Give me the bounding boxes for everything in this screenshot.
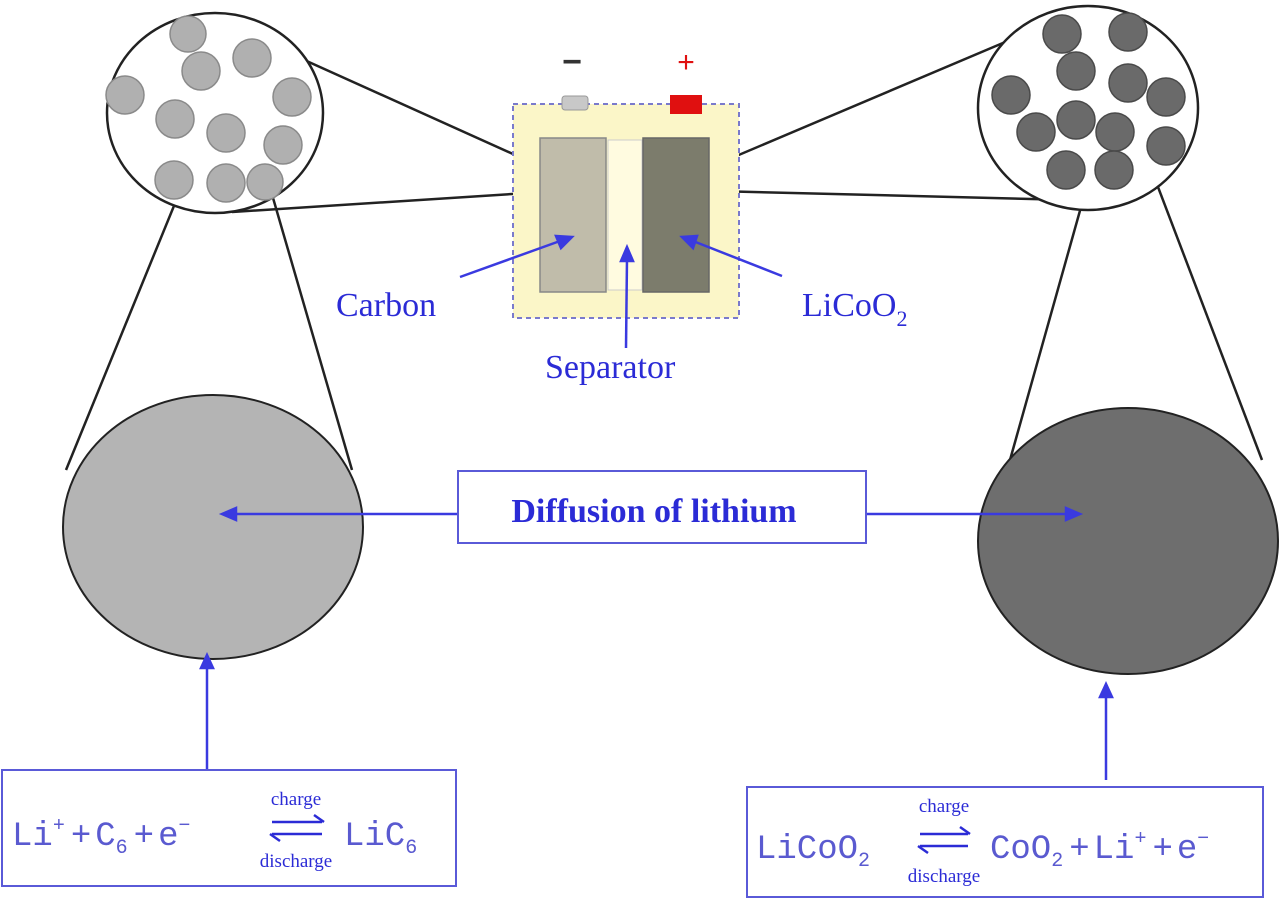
licoo2-particle — [1108, 63, 1148, 103]
licoo2-particle — [1094, 150, 1134, 190]
licoo2-label: LiCoO2 — [802, 287, 907, 331]
licoo2-particle — [1146, 77, 1186, 117]
carbon-particle — [169, 15, 207, 53]
carbon-particle — [206, 163, 246, 203]
carbon-particle — [246, 163, 284, 201]
licoo2-electrode — [642, 137, 710, 293]
carbon-particle-enlarged — [62, 394, 364, 660]
anode-equilibrium-arrow — [269, 813, 325, 843]
licoo2-particle — [1016, 112, 1056, 152]
reaction-arrows — [199, 652, 1114, 780]
anode-equation: Li++C6+e− — [12, 815, 190, 860]
anode-discharge-label: discharge — [260, 851, 332, 872]
diffusion-arrow — [218, 506, 1084, 522]
licoo2-particle — [1042, 14, 1082, 54]
battery-cell — [512, 95, 740, 319]
carbon-label: Carbon — [336, 287, 436, 324]
carbon-magnifier-circle — [105, 11, 325, 215]
carbon-particle — [263, 125, 303, 165]
carbon-particle — [155, 99, 195, 139]
cathode-discharge-label: discharge — [908, 866, 980, 887]
anode-product: LiC6 — [344, 818, 417, 860]
licoo2-particle — [1046, 150, 1086, 190]
carbon-particle — [181, 51, 221, 91]
separator — [607, 139, 643, 291]
diffusion-box — [457, 470, 867, 544]
licoo2-particle-enlarged — [977, 407, 1279, 675]
negative-terminal — [561, 95, 589, 111]
licoo2-particle — [1056, 51, 1096, 91]
licoo2-particle — [1146, 126, 1186, 166]
cathode-charge-label: charge — [919, 796, 969, 817]
negative-sign: − — [562, 43, 582, 81]
licoo2-magnifier-circle — [976, 4, 1200, 212]
carbon-particle — [272, 77, 312, 117]
label-arrows — [459, 234, 783, 349]
separator-label: Separator — [545, 349, 676, 386]
positive-sign: + — [677, 46, 695, 79]
cathode-products: CoO2+Li++e− — [990, 828, 1209, 873]
carbon-electrode — [539, 137, 607, 293]
positive-terminal — [670, 95, 702, 114]
cathode-reactant: LiCoO2 — [756, 831, 870, 873]
licoo2-particle — [1108, 12, 1148, 52]
carbon-particle — [232, 38, 272, 78]
licoo2-particle — [1095, 112, 1135, 152]
licoo2-particle — [991, 75, 1031, 115]
carbon-particle — [154, 160, 194, 200]
diffusion-label: Diffusion of lithium — [511, 493, 796, 530]
carbon-particle — [105, 75, 145, 115]
anode-equation-box — [1, 769, 457, 887]
carbon-particle — [206, 113, 246, 153]
licoo2-particle — [1056, 100, 1096, 140]
anode-charge-label: charge — [271, 789, 321, 810]
cathode-equation-box — [746, 786, 1264, 898]
cathode-equilibrium-arrow — [917, 825, 971, 855]
